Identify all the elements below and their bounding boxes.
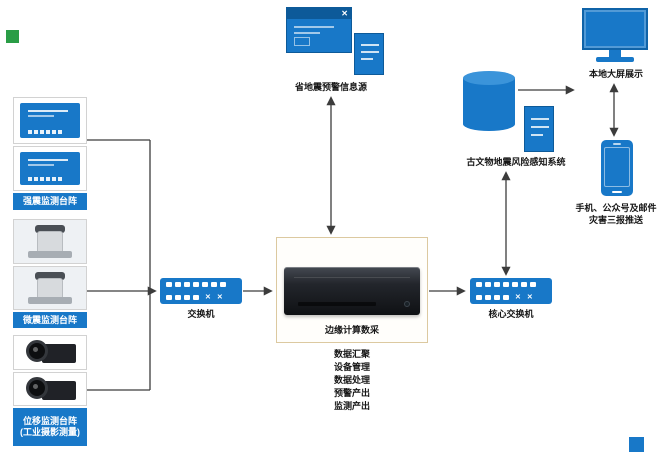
risk-system-label: 古文物地震风险感知系统: [466, 157, 566, 167]
push-label-line1: 手机、公众号及邮件: [575, 203, 657, 213]
sensor-icon: [35, 225, 65, 233]
industrial-camera-photo: [13, 335, 87, 370]
micro-seismic-sensor-photo: [13, 266, 87, 310]
monitor-icon: [582, 8, 648, 50]
switch-ports-row: ✕ ✕: [166, 294, 236, 301]
monitor-stand: [609, 50, 621, 57]
document-icon: [354, 33, 384, 75]
switch-label: 交换机: [187, 309, 215, 319]
displacement-array-label: 位移监测台阵 (工业摄影测量): [13, 408, 87, 446]
strong-motion-device-photo: [13, 97, 87, 144]
edge-function-item: 数据处理: [333, 375, 370, 385]
edge-function-item: 设备管理: [333, 362, 370, 372]
green-corner-square: [6, 30, 19, 43]
seismograph-icon: [20, 103, 80, 138]
database-icon: [463, 71, 515, 131]
port-x-icon: ✕: [205, 294, 211, 301]
micro-seismic-sensor-photo: [13, 219, 87, 264]
switch-ports-row: [476, 282, 546, 287]
industrial-camera-photo: [13, 372, 87, 406]
port-x-icon: ✕: [515, 294, 521, 301]
big-screen-label: 本地大屏展示: [588, 69, 643, 79]
displacement-label-line2: (工业摄影测量): [20, 427, 80, 437]
terminal-ports: [28, 177, 72, 181]
app-window-icon: ✕: [286, 7, 352, 53]
edge-function-item: 监测产出: [333, 401, 370, 411]
terminal-ports: [28, 130, 72, 134]
monitor-base: [596, 57, 634, 62]
core-switch-icon: ✕ ✕: [470, 278, 552, 304]
micro-seismic-array-label: 微震监测台阵: [13, 312, 87, 328]
port-x-icon: ✕: [526, 294, 533, 301]
strong-motion-device-photo: [13, 146, 87, 191]
camera-icon: [42, 344, 76, 363]
power-led-icon: [404, 301, 410, 307]
displacement-label-line1: 位移监测台阵: [22, 416, 77, 427]
camera-icon: [42, 381, 76, 400]
edge-function-item: 数据汇聚: [333, 349, 370, 359]
edge-function-item: 预警产出: [333, 388, 370, 398]
switch-ports-row: ✕ ✕: [476, 294, 546, 301]
warning-source-label: 省地震预警信息源: [294, 82, 367, 92]
strong-motion-array-label: 强震监测台阵: [13, 193, 87, 210]
window-titlebar: [287, 8, 351, 19]
document-icon: [524, 106, 554, 152]
blue-corner-square: [629, 437, 644, 452]
seismograph-icon: [20, 152, 80, 185]
push-label-line2: 灾害三报推送: [588, 215, 643, 225]
edge-server-icon: [284, 267, 420, 315]
close-icon: ✕: [341, 9, 348, 18]
switch-icon: ✕ ✕: [160, 278, 242, 304]
switch-ports-row: [166, 282, 236, 287]
port-x-icon: ✕: [216, 294, 223, 301]
phone-icon: [601, 140, 633, 196]
core-switch-label: 核心交换机: [488, 309, 534, 319]
edge-computing-label: 边缘计算数采: [324, 325, 379, 335]
sensor-icon: [35, 272, 65, 280]
